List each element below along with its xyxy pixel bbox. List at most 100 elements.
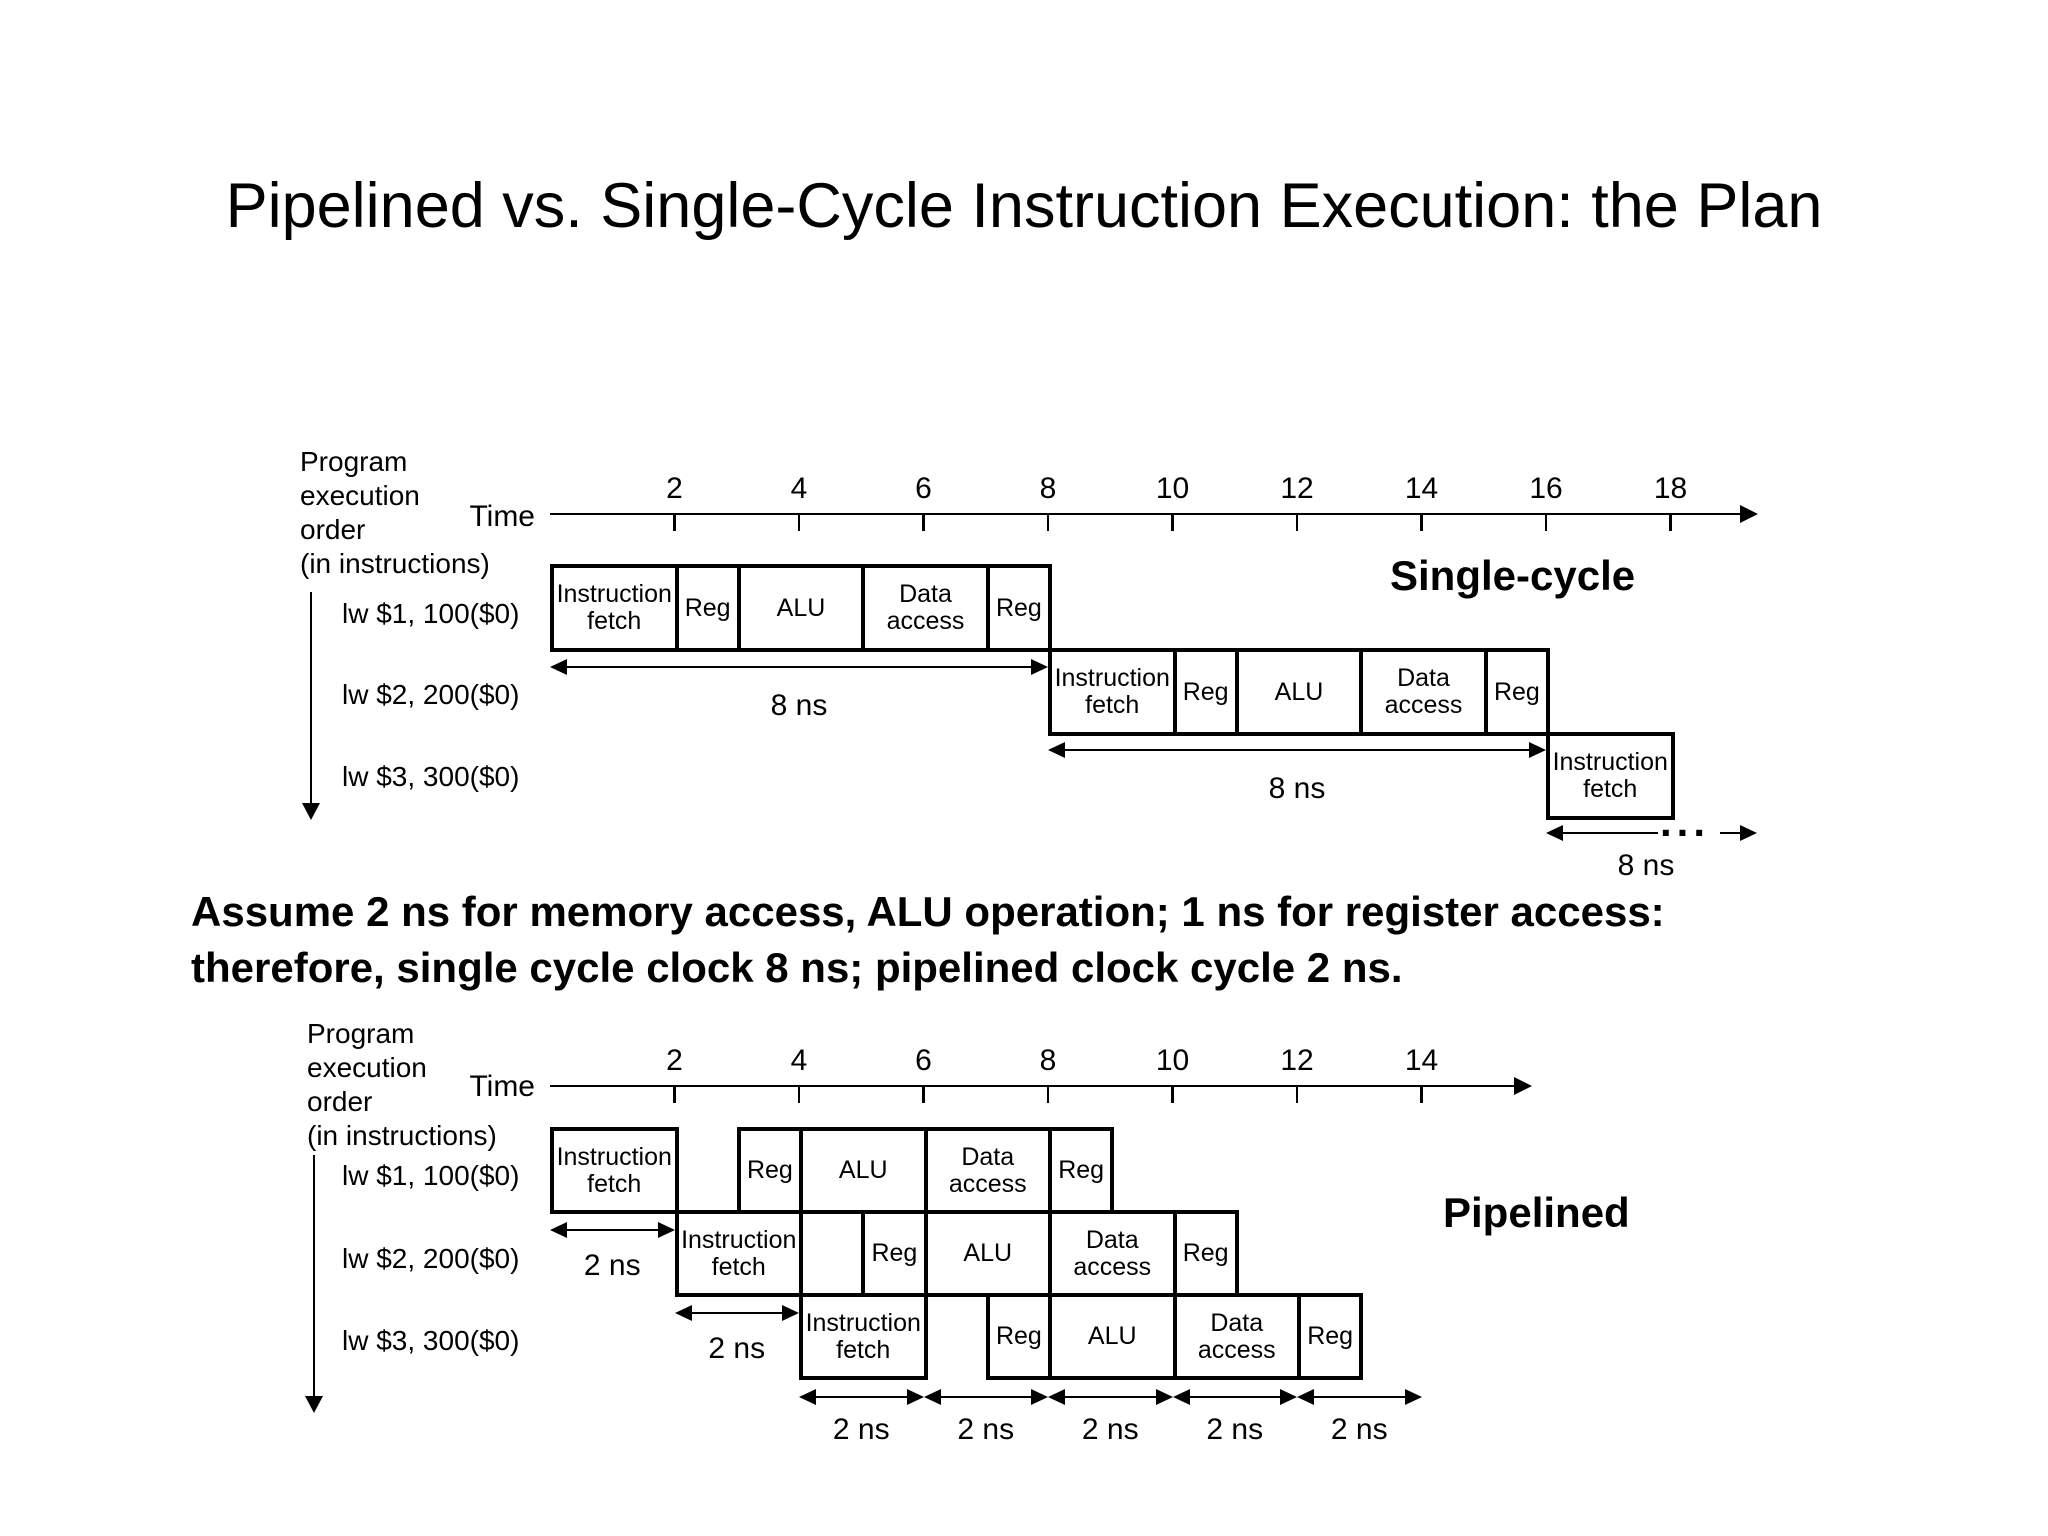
duration-arrow-head-right <box>1280 1389 1297 1405</box>
duration-arrow-head-right <box>1529 742 1546 758</box>
axis-tick <box>1420 514 1423 531</box>
axis-tick-label: 8 <box>1039 472 1057 505</box>
duration-arrow-head-left <box>1048 742 1065 758</box>
stage-box: Reg <box>674 564 741 652</box>
axis-tick <box>1171 1086 1174 1103</box>
duration-arrow-line <box>1060 1395 1161 1399</box>
order-label-line: execution <box>307 1052 427 1083</box>
duration-arrow-head-left <box>1172 1389 1190 1405</box>
axis-tick <box>1669 514 1672 531</box>
time-axis-line <box>550 512 1742 516</box>
stage-box: ALU <box>1234 648 1364 736</box>
stage-box: Instruction fetch <box>799 1293 928 1380</box>
order-label-line: order <box>307 1086 373 1117</box>
stage-box: Reg <box>985 1293 1052 1380</box>
axis-tick <box>797 514 801 531</box>
stage-box: ALU <box>923 1210 1052 1297</box>
order-flow-arrow-head <box>305 1396 323 1413</box>
continuation-arrow-head <box>1740 825 1757 841</box>
duration-arrow-line <box>562 1228 663 1232</box>
order-flow-arrow-line <box>312 1155 316 1398</box>
stage-box: Data access <box>923 1127 1052 1214</box>
duration-arrow-head-right <box>906 1389 924 1405</box>
assumption-text: Assume 2 ns for memory access, ALU opera… <box>191 884 1951 996</box>
stage-box: Reg <box>1048 1127 1115 1214</box>
axis-tick-label: 6 <box>915 472 932 505</box>
order-label-line: (in instructions) <box>307 1120 497 1151</box>
time-axis-line <box>550 1084 1516 1088</box>
stage-box: Reg <box>985 564 1052 652</box>
ellipsis-dots: ... <box>1660 798 1711 845</box>
order-flow-arrow-line <box>309 592 313 805</box>
axis-tick <box>797 1086 801 1103</box>
axis-tick-label: 14 <box>1404 472 1439 505</box>
stage-box: Instruction fetch <box>1546 732 1675 820</box>
duration-label: 2 ns <box>1330 1413 1388 1446</box>
duration-label: 2 ns <box>1081 1413 1139 1446</box>
duration-arrow-head-right <box>657 1222 675 1238</box>
time-axis-label: Time <box>469 500 535 533</box>
axis-tick-label: 16 <box>1529 472 1563 505</box>
instruction-label: lw $3, 300($0) <box>342 1325 520 1356</box>
slide-title: Pipelined vs. Single-Cycle Instruction E… <box>225 171 1823 241</box>
duration-arrow-line <box>811 1395 912 1399</box>
instruction-label: lw $2, 200($0) <box>342 1243 520 1274</box>
order-flow-arrow-head <box>302 803 320 820</box>
stage-box: Data access <box>1359 648 1488 736</box>
duration-label: 2 ns <box>957 1413 1015 1446</box>
axis-tick <box>1046 1086 1050 1103</box>
axis-tick-label: 12 <box>1280 472 1314 505</box>
duration-arrow-line <box>1184 1395 1285 1399</box>
pipelined-heading: Pipelined <box>1443 1189 1630 1236</box>
duration-label: 8 ns <box>1617 849 1675 882</box>
axis-tick-label: 8 <box>1039 1044 1057 1077</box>
duration-arrow-line <box>1060 748 1534 752</box>
axis-tick-label: 2 <box>666 472 683 505</box>
duration-label: 2 ns <box>708 1332 766 1365</box>
stage-box: Data access <box>1172 1293 1301 1380</box>
instruction-label: lw $2, 200($0) <box>342 679 520 710</box>
duration-arrow-head-left <box>1546 825 1563 841</box>
duration-arrow-head-left <box>799 1389 816 1405</box>
axis-tick-label: 4 <box>790 472 808 505</box>
axis-tick <box>1544 514 1548 531</box>
stage-box: Reg <box>1297 1293 1364 1380</box>
duration-arrow-line <box>686 1311 787 1315</box>
instruction-label: lw $1, 100($0) <box>342 1160 520 1191</box>
duration-arrow-head-right <box>1031 659 1048 675</box>
time-axis-label: Time <box>469 1070 535 1103</box>
duration-arrow-head-left <box>674 1305 692 1321</box>
axis-tick <box>1295 514 1299 531</box>
stage-box: Reg <box>861 1210 928 1297</box>
assumption-line-1: Assume 2 ns for memory access, ALU opera… <box>191 888 1665 935</box>
stage-box: Instruction fetch <box>550 564 679 652</box>
continuation-arrow-line <box>1720 831 1741 835</box>
duration-label: 8 ns <box>770 689 828 722</box>
axis-tick-label: 10 <box>1155 472 1190 505</box>
axis-tick-label: 18 <box>1653 472 1688 505</box>
stage-box: Instruction fetch <box>550 1127 679 1214</box>
duration-label: 2 ns <box>1206 1413 1264 1446</box>
stage-box: ALU <box>799 1127 928 1214</box>
stage-box: Data access <box>1048 1210 1177 1297</box>
stage-box: Reg <box>1483 648 1550 736</box>
duration-arrow-head-left <box>1297 1389 1314 1405</box>
axis-tick <box>922 514 925 531</box>
stage-box: Reg <box>1172 1210 1239 1297</box>
time-axis-arrowhead <box>1514 1077 1532 1095</box>
instruction-label: lw $1, 100($0) <box>342 598 520 629</box>
order-label-line: order <box>300 514 366 545</box>
axis-tick-label: 4 <box>790 1044 808 1077</box>
instruction-label: lw $3, 300($0) <box>342 761 520 792</box>
duration-arrow-head-right <box>1031 1389 1048 1405</box>
axis-tick <box>673 1086 676 1103</box>
duration-arrow-line <box>1558 831 1658 835</box>
order-label-line: execution <box>300 480 420 511</box>
axis-tick <box>673 514 676 531</box>
duration-arrow-head-right <box>1404 1389 1422 1405</box>
time-axis-arrowhead <box>1740 505 1758 523</box>
axis-tick-label: 2 <box>666 1044 683 1077</box>
duration-label: 2 ns <box>583 1249 641 1282</box>
order-label-line: Program <box>307 1018 415 1049</box>
